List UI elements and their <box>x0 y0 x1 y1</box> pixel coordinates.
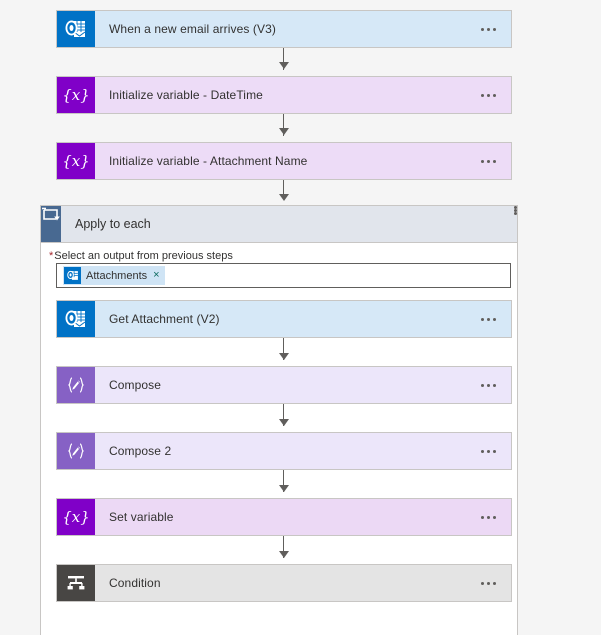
apply-to-each-header[interactable]: Apply to each <box>40 205 518 243</box>
more-options-button[interactable] <box>514 206 517 242</box>
condition-icon <box>57 565 95 601</box>
compose-icon <box>57 367 95 403</box>
flow-step-init-datetime[interactable]: {x} Initialize variable - DateTime <box>56 76 512 114</box>
connector-line <box>283 338 284 360</box>
outlook-icon <box>57 11 95 47</box>
connector-line <box>283 404 284 426</box>
flow-step-label: Initialize variable - Attachment Name <box>109 154 308 168</box>
flow-step-label: Initialize variable - DateTime <box>109 88 263 102</box>
flow-step-label: Compose <box>109 378 162 392</box>
more-options-button[interactable] <box>465 433 511 469</box>
connector-line <box>283 470 284 492</box>
connector-line <box>283 180 284 198</box>
flow-step-set-variable[interactable]: {x} Set variable <box>56 498 512 536</box>
connector-line <box>283 536 284 558</box>
flow-step-condition[interactable]: Condition <box>56 564 512 602</box>
flow-step-label: When a new email arrives (V3) <box>109 22 276 36</box>
flow-step-label: Condition <box>109 576 161 590</box>
variable-icon: {x} <box>57 143 95 179</box>
flow-step-get-attachment[interactable]: Get Attachment (V2) <box>56 300 512 338</box>
flow-step-compose[interactable]: Compose <box>56 366 512 404</box>
variable-glyph: {x} <box>62 151 90 170</box>
flow-step-label: Compose 2 <box>109 444 172 458</box>
more-options-button[interactable] <box>465 301 511 337</box>
flow-step-label: Set variable <box>109 510 174 524</box>
more-options-button[interactable] <box>465 367 511 403</box>
more-options-button[interactable] <box>465 11 511 47</box>
output-field-label-text: Select an output from previous steps <box>54 250 233 262</box>
connector-arrow <box>279 419 289 426</box>
connector-line <box>283 114 284 136</box>
token-chip-attachments[interactable]: Attachments × <box>63 266 165 285</box>
flow-step-trigger-email[interactable]: When a new email arrives (V3) <box>56 10 512 48</box>
flow-step-label: Get Attachment (V2) <box>109 312 220 326</box>
apply-to-each-label: Apply to each <box>75 217 151 231</box>
flow-step-compose-2[interactable]: Compose 2 <box>56 432 512 470</box>
more-options-button[interactable] <box>465 565 511 601</box>
more-options-button[interactable] <box>465 143 511 179</box>
compose-icon <box>57 433 95 469</box>
more-options-button[interactable] <box>465 77 511 113</box>
connector-arrow <box>279 353 289 360</box>
variable-glyph: {x} <box>62 85 90 104</box>
connector-arrow <box>279 485 289 492</box>
connector-line <box>283 48 284 70</box>
loop-icon <box>41 206 61 242</box>
close-icon[interactable]: × <box>153 269 160 281</box>
connector-arrow <box>279 551 289 558</box>
flow-step-init-attachment-name[interactable]: {x} Initialize variable - Attachment Nam… <box>56 142 512 180</box>
variable-icon: {x} <box>57 499 95 535</box>
outlook-icon <box>64 267 81 284</box>
connector-arrow <box>279 62 289 69</box>
variable-icon: {x} <box>57 77 95 113</box>
required-marker: * <box>49 250 54 262</box>
connector-arrow <box>279 128 289 135</box>
more-options-button[interactable] <box>465 499 511 535</box>
token-chip-label: Attachments <box>86 269 148 282</box>
outlook-icon <box>57 301 95 337</box>
output-token-input[interactable]: Attachments × <box>56 263 511 288</box>
output-field-label: *Select an output from previous steps <box>49 250 233 262</box>
variable-glyph: {x} <box>62 507 90 526</box>
connector-arrow <box>279 194 289 201</box>
